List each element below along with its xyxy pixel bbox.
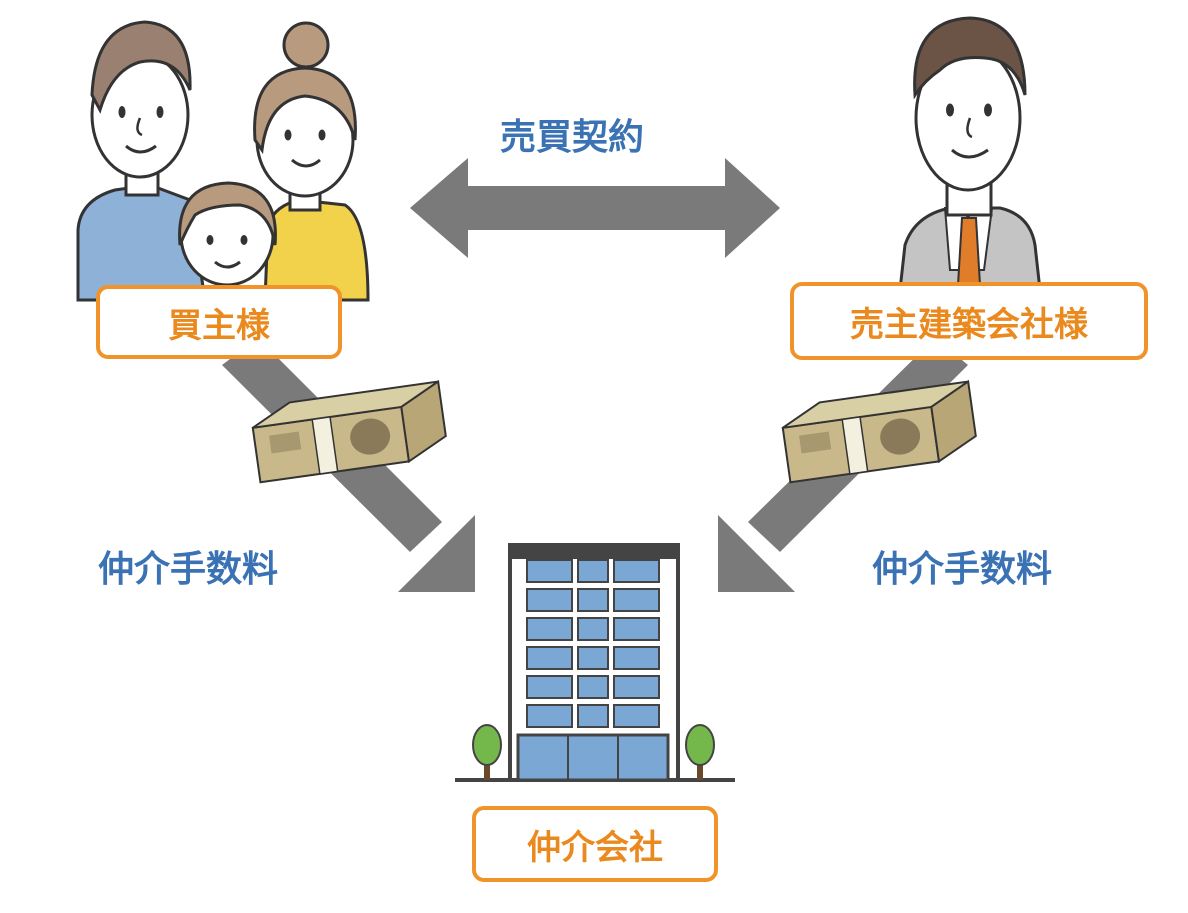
family-illustration bbox=[76, 20, 370, 302]
fee-label-left: 仲介手数料 bbox=[98, 549, 279, 590]
agency-label: 仲介会社 bbox=[527, 827, 663, 868]
money-bundle-icon-left bbox=[251, 379, 447, 484]
agency-label-box: 仲介会社 bbox=[472, 806, 718, 882]
seller-label-box: 売主建築会社様 bbox=[790, 282, 1148, 360]
seller-label: 売主建築会社様 bbox=[850, 304, 1088, 345]
contract-label: 売買契約 bbox=[500, 117, 645, 158]
office-building-icon bbox=[455, 543, 735, 782]
fee-label-right: 仲介手数料 bbox=[872, 549, 1053, 590]
businessman-illustration bbox=[898, 16, 1042, 294]
buyer-label: 買主様 bbox=[168, 305, 270, 346]
money-bundle-icon-right bbox=[781, 379, 977, 484]
contract-double-arrow bbox=[410, 158, 780, 258]
buyer-label-box: 買主様 bbox=[96, 285, 342, 359]
